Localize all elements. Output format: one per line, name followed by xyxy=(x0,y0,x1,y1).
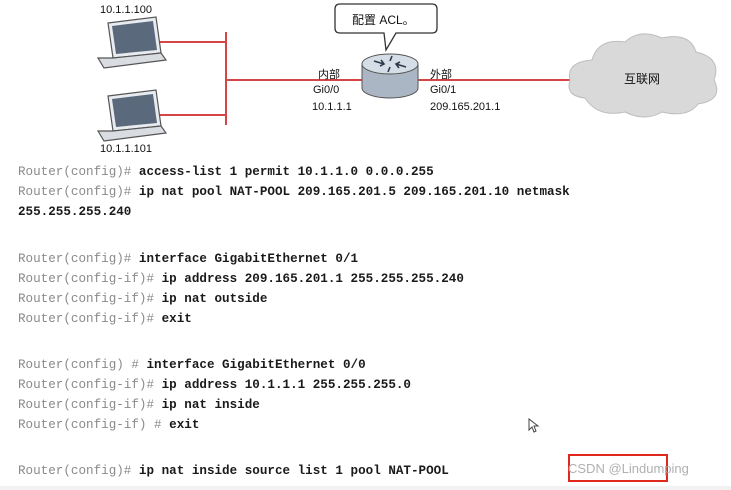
host1-ip-label: 10.1.1.100 xyxy=(100,4,152,16)
config-line: Router(config-if) # exit xyxy=(18,418,200,432)
bottom-divider xyxy=(0,486,731,490)
inside-interface-label: Gi0/0 xyxy=(313,84,340,96)
inside-ip-label: 10.1.1.1 xyxy=(312,101,352,113)
outside-ip-label: 209.165.201.1 xyxy=(430,101,501,113)
outside-label: 外部 xyxy=(430,69,452,81)
config-line: Router(config-if)# ip nat inside xyxy=(18,398,260,412)
outside-interface-label: Gi0/1 xyxy=(430,84,457,96)
callout-text: 配置 ACL。 xyxy=(352,13,415,27)
laptop-icon xyxy=(96,16,168,69)
watermark: CSDN @Lindumping xyxy=(568,461,689,476)
inside-label: 内部 xyxy=(318,69,340,81)
laptop-icon xyxy=(96,89,168,142)
config-line: 255.255.255.240 xyxy=(18,205,132,219)
config-line: Router(config-if)# ip address 10.1.1.1 2… xyxy=(18,378,411,392)
host2-ip-label: 10.1.1.101 xyxy=(100,143,152,155)
mouse-cursor-icon xyxy=(528,418,540,433)
config-line: Router(config-if)# ip nat outside xyxy=(18,292,268,306)
highlight-box xyxy=(568,454,668,482)
router-icon xyxy=(361,53,419,99)
config-line: Router(config-if)# exit xyxy=(18,312,192,326)
config-line: Router(config) # interface GigabitEthern… xyxy=(18,358,366,372)
config-line: Router(config-if)# ip address 209.165.20… xyxy=(18,272,464,286)
topology-drawing xyxy=(96,3,718,142)
internet-label: 互联网 xyxy=(624,72,661,86)
network-links xyxy=(160,32,585,125)
config-line: Router(config)# ip nat inside source lis… xyxy=(18,464,449,478)
callout-bubble xyxy=(334,3,438,52)
internet-cloud-icon xyxy=(568,33,718,118)
config-line: Router(config)# access-list 1 permit 10.… xyxy=(18,165,434,179)
config-line: Router(config)# ip nat pool NAT-POOL 209… xyxy=(18,185,570,199)
config-line: Router(config)# interface GigabitEtherne… xyxy=(18,252,359,266)
network-topology: 10.1.1.100 10.1.1.101 配置 ACL。 内部 Gi0/0 1… xyxy=(0,0,731,160)
